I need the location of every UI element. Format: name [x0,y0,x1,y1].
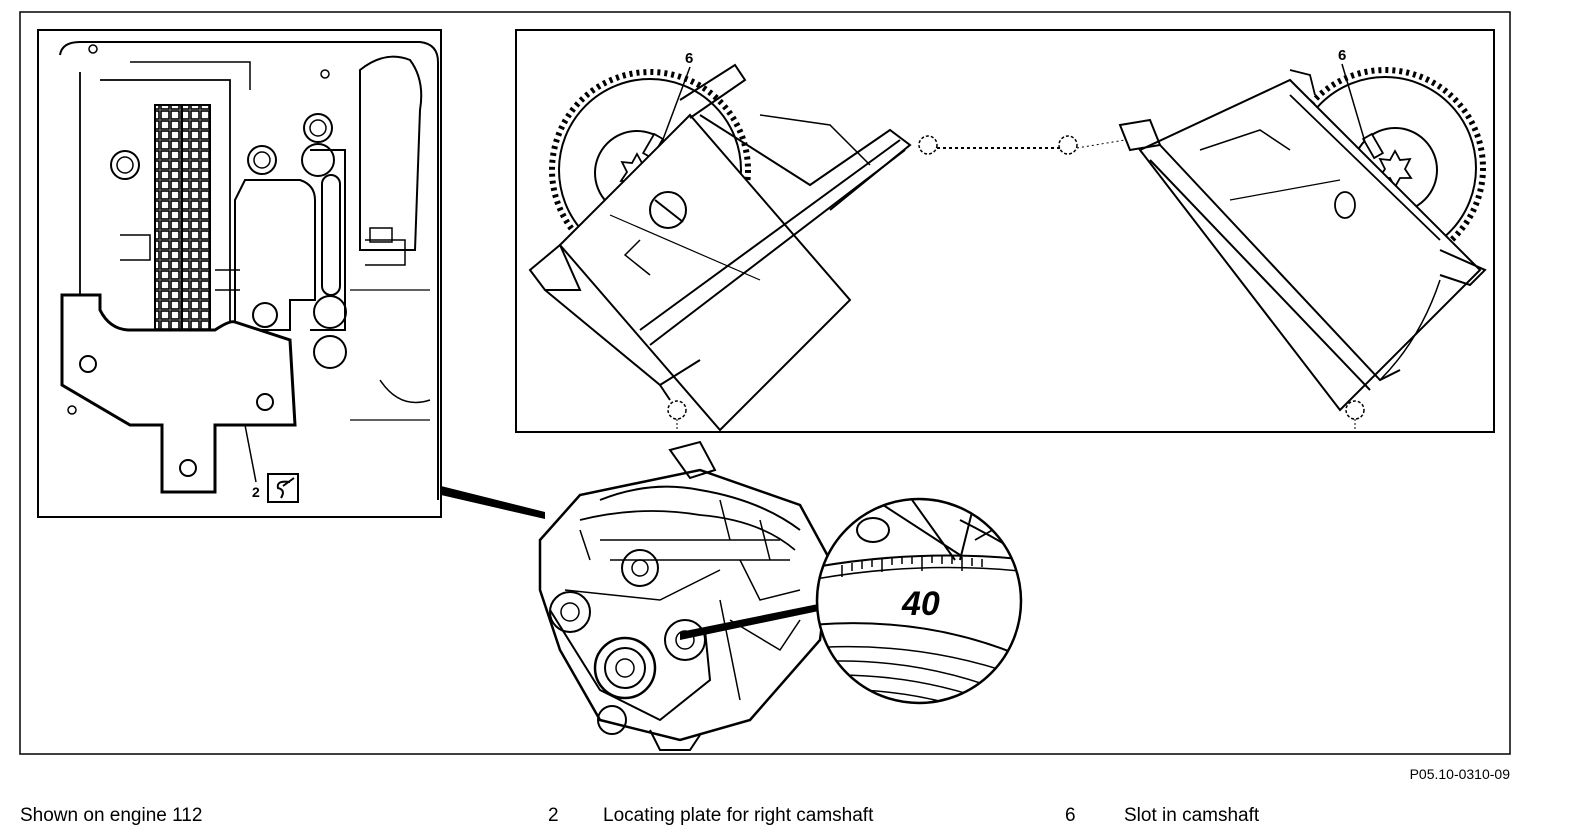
callout-6-left-label: 6 [685,50,693,67]
left-detail-view: 2 [37,29,545,519]
outer-frame [19,11,1511,755]
degree-mark-40: 40 [901,585,940,623]
callout-2-label: 2 [252,484,260,500]
engine-illustration [538,440,838,751]
magnifier-degree-mark: 40 [815,497,1023,705]
legend-item-2-text: Locating plate for right camshaft [603,805,874,826]
legend-item-6-text: Slot in camshaft [1124,805,1260,826]
caption-note: Shown on engine 112 [20,805,203,826]
camshaft-view: 6 6 [515,29,1495,433]
figure-code: P05.10-0310-09 [1409,766,1510,782]
legend-item-2-number: 2 [548,805,559,826]
locating-plate [60,293,297,494]
legend-item-6-number: 6 [1065,805,1076,826]
callout-6-right-label: 6 [1338,47,1346,64]
